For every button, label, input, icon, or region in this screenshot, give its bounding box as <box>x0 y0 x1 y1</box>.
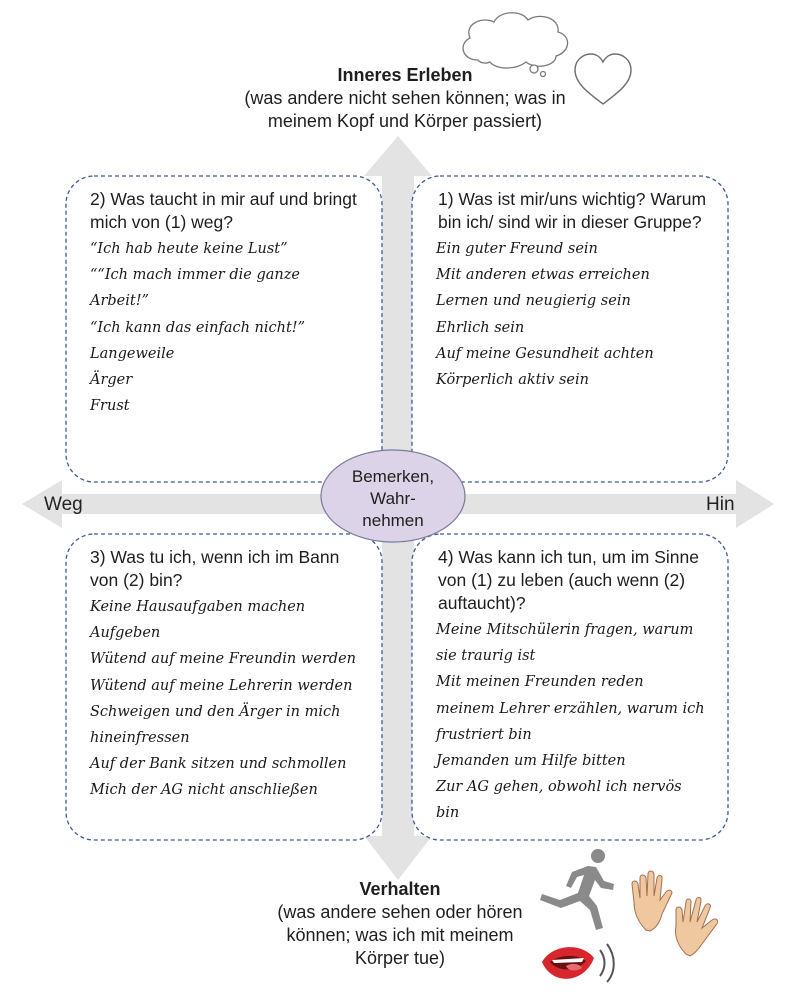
center-ellipse <box>320 449 466 543</box>
list-item: Frust <box>90 398 130 415</box>
bottom-axis-title: Verhalten <box>359 879 441 899</box>
list-item: Mit anderen etwas erreichen <box>436 267 650 284</box>
left-axis-label: Weg <box>44 494 83 515</box>
list-item: Zur AG gehen, obwohl ich nervös <box>436 779 682 796</box>
quadrant-3-list: Keine Hausaufgaben machen Aufgeben Wüten… <box>90 594 366 804</box>
list-item: frustriert bin <box>436 726 532 743</box>
list-item: meinem Lehrer erzählen, warum ich <box>436 700 705 717</box>
center-label: Bemerken, Wahr- nehmen <box>322 466 464 532</box>
list-item: hineinfressen <box>90 730 190 747</box>
hands-icon <box>631 870 719 957</box>
quadrant-1: 1) Was ist mir/uns wichtig? Warum bin ic… <box>412 176 728 482</box>
top-axis-line-2: meinem Kopf und Körper passiert) <box>267 111 543 131</box>
quadrant-1-title: 1) Was ist mir/uns wichtig? Warum bin ic… <box>438 189 707 232</box>
quadrant-1-list: Ein guter Freund sein Mit anderen etwas … <box>436 236 712 393</box>
quadrant-3: 3) Was tu ich, wenn ich im Bann von (2) … <box>66 534 382 840</box>
list-item: Jemanden um Hilfe bitten <box>436 753 626 770</box>
quadrant-box-2 <box>65 175 383 483</box>
center-line-1: Bemerken, <box>351 467 435 486</box>
quadrant-box-4 <box>411 533 729 841</box>
bottom-axis-line-2: können; was ich mit meinem <box>286 925 514 945</box>
list-item: Wütend auf meine Lehrerin werden <box>90 677 353 694</box>
quadrant-2: 2) Was taucht in mir auf und bringt mich… <box>66 176 382 482</box>
top-axis-label: Inneres Erleben (was andere nicht sehen … <box>180 64 630 133</box>
thought-bubble-icon <box>462 12 569 78</box>
quadrant-2-title: 2) Was taucht in mir auf und bringt mich… <box>90 189 357 232</box>
top-axis-title: Inneres Erleben <box>337 65 473 85</box>
speaking-mouth-icon <box>542 943 615 983</box>
quadrant-4: 4) Was kann ich tun, um im Sinne von (1)… <box>412 534 728 840</box>
quadrant-box-1 <box>411 175 729 483</box>
list-item: Meine Mitschülerin fragen, warum <box>436 622 694 638</box>
list-item: “Ich hab heute keine Lust” <box>90 241 288 257</box>
list-item: Auf meine Gesundheit achten <box>436 345 654 362</box>
list-item: Arbeit!” <box>90 293 149 310</box>
list-item: “Ich kann das einfach nicht!” <box>90 319 306 336</box>
quadrant-box-3 <box>65 533 383 841</box>
center-line-3: nehmen <box>362 511 424 530</box>
list-item: Ärger <box>90 372 133 389</box>
list-item: Mich der AG nicht anschließen <box>90 782 318 799</box>
list-item: Ein guter Freund sein <box>436 241 598 257</box>
heart-icon <box>574 53 632 105</box>
list-item: Langeweile <box>90 345 175 362</box>
right-axis-label: Hin <box>706 494 735 515</box>
list-item: Mit meinen Freunden reden <box>436 674 644 691</box>
center-line-2: Wahr- <box>370 489 416 508</box>
list-item: Aufgeben <box>90 625 161 642</box>
bottom-axis-line-3: Körper tue) <box>354 948 446 968</box>
bottom-axis-line-1: (was andere sehen oder hören <box>277 902 523 922</box>
list-item: ““Ich mach immer die ganze <box>90 267 300 284</box>
list-item: Wütend auf meine Freundin werden <box>90 651 356 668</box>
list-item: sie traurig ist <box>436 648 536 665</box>
quadrant-4-title: 4) Was kann ich tun, um im Sinne von (1)… <box>438 547 699 613</box>
quadrant-2-list: “Ich hab heute keine Lust” ““Ich mach im… <box>90 236 366 419</box>
quadrant-4-list: Meine Mitschülerin fragen, warum sie tra… <box>436 617 712 827</box>
list-item: Lernen und neugierig sein <box>436 293 631 310</box>
list-item: Auf der Bank sitzen und schmollen <box>90 756 347 773</box>
list-item: Schweigen und den Ärger in mich <box>90 703 341 720</box>
list-item: Keine Hausaufgaben machen <box>90 599 306 615</box>
list-item: bin <box>436 805 460 822</box>
list-item: Ehrlich sein <box>436 319 525 336</box>
top-axis-line-1: (was andere nicht sehen können; was in <box>244 88 566 108</box>
quadrant-3-title: 3) Was tu ich, wenn ich im Bann von (2) … <box>90 547 340 590</box>
bottom-axis-label: Verhalten (was andere sehen oder hören k… <box>225 878 575 970</box>
list-item: Körperlich aktiv sein <box>436 372 589 389</box>
running-person-icon <box>540 849 614 930</box>
